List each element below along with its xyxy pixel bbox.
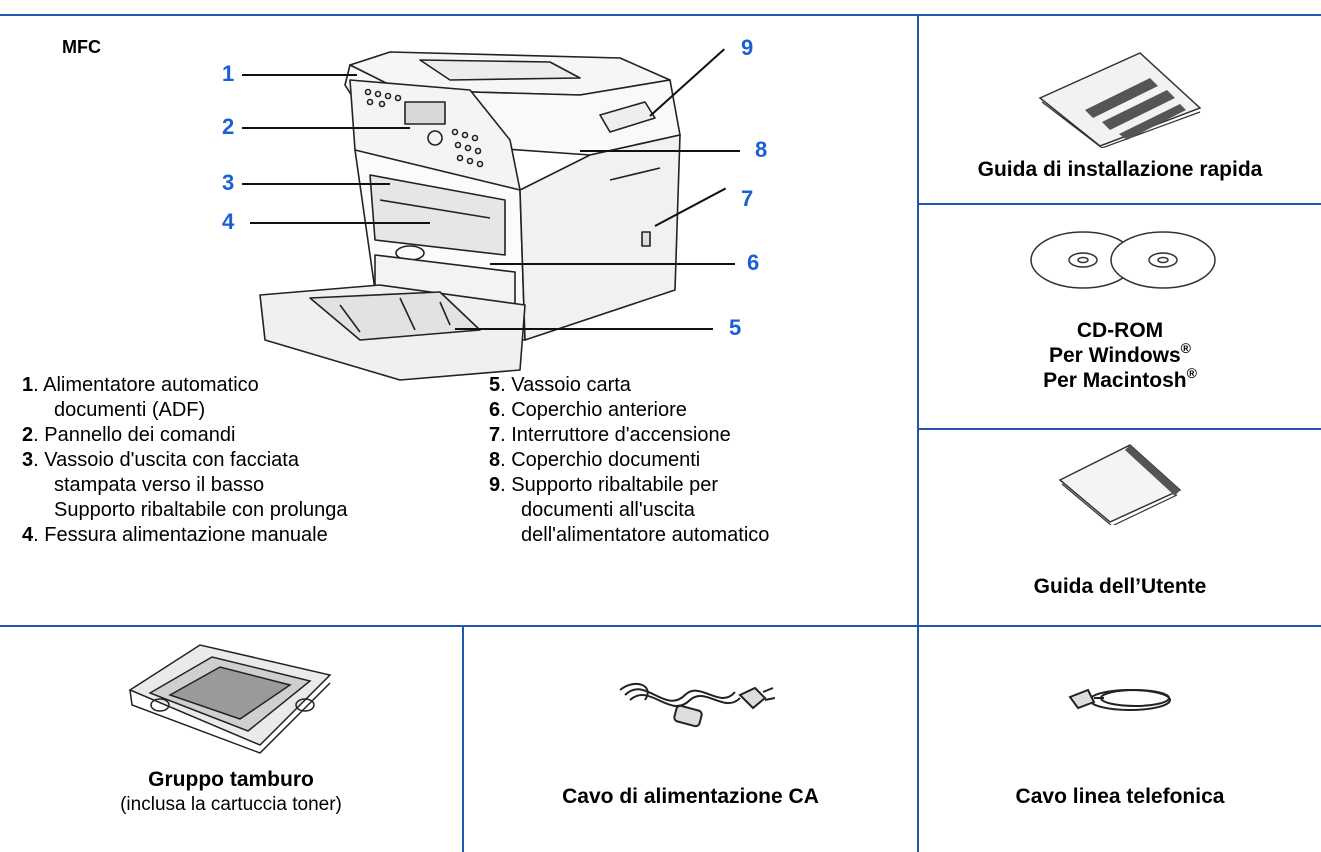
printer-illustration (259, 51, 681, 381)
legend-num: 1 (22, 374, 34, 396)
callout-3: 3 (222, 170, 235, 195)
callout-4: 4 (222, 209, 235, 234)
legend-text: . Vassoio carta (500, 374, 631, 396)
phone-cable-caption: Cavo linea telefonica (1015, 785, 1225, 808)
legend-left: 1. Alimentatore automatico documenti (AD… (22, 373, 442, 548)
legend-item-8: 8. Coperchio documenti (489, 448, 909, 473)
legend-item-1: 1. Alimentatore automatico documenti (AD… (22, 373, 442, 423)
callout-1: 1 (222, 61, 235, 86)
callout-8: 8 (755, 137, 768, 162)
legend-text: . Supporto ribaltabile per (500, 474, 719, 496)
top-border (0, 14, 1321, 16)
drum-unit-icon (128, 644, 332, 754)
divider-right-1 (917, 203, 1321, 205)
legend-num: 4 (22, 524, 34, 546)
cdrom-icon (1030, 231, 1216, 289)
legend-num: 3 (22, 449, 34, 471)
legend-num: 2 (22, 424, 34, 446)
legend-item-7: 7. Interruttore d'accensione (489, 423, 909, 448)
legend-text: stampata verso il basso (54, 474, 265, 496)
legend-item-5: 5. Vassoio carta (489, 373, 909, 398)
drum-subtitle: (inclusa la cartuccia toner) (120, 794, 342, 815)
divider-bottom-left (462, 625, 464, 852)
legend-item-3: 3. Vassoio d'uscita con facciata stampat… (22, 448, 442, 523)
callout-line-1 (242, 74, 357, 76)
callout-line-6 (490, 263, 735, 265)
quick-guide-caption: Guida di installazione rapida (977, 158, 1263, 181)
legend-num: 9 (489, 474, 501, 496)
divider-bottom (0, 625, 1321, 627)
power-cable-icon (619, 682, 775, 728)
legend-text: documenti all'uscita (521, 499, 695, 521)
user-guide-caption: Guida dell’Utente (1033, 575, 1207, 598)
legend-num: 7 (489, 424, 501, 446)
callout-line-2 (242, 127, 410, 129)
legend-right: 5. Vassoio carta 6. Coperchio anteriore … (489, 373, 909, 548)
divider-main-right (917, 14, 919, 852)
callout-line-4 (250, 222, 430, 224)
legend-text: . Coperchio anteriore (500, 399, 687, 421)
legend-text: . Coperchio documenti (500, 449, 701, 471)
legend-text: . Alimentatore automatico (33, 374, 259, 396)
callout-6: 6 (747, 250, 760, 275)
legend-num: 5 (489, 374, 501, 396)
callout-line-3 (242, 183, 390, 185)
legend-item-6: 6. Coperchio anteriore (489, 398, 909, 423)
callout-line-8 (580, 150, 740, 152)
legend-text: . Pannello dei comandi (33, 424, 236, 446)
divider-right-2 (917, 428, 1321, 430)
legend-text: dell'alimentatore automatico (521, 524, 770, 546)
legend-num: 6 (489, 399, 501, 421)
legend-item-2: 2. Pannello dei comandi (22, 423, 442, 448)
cdrom-line1: CD-ROM (1076, 319, 1164, 342)
legend-text: Supporto ribaltabile con prolunga (54, 499, 348, 521)
model-label: MFC (62, 37, 101, 57)
legend-item-4: 4. Fessura alimentazione manuale (22, 523, 442, 548)
phone-cable-icon (1068, 688, 1171, 711)
drum-caption: Gruppo tamburo (inclusa la cartuccia ton… (0, 767, 462, 817)
legend-text: . Fessura alimentazione manuale (33, 524, 328, 546)
legend-text: documenti (ADF) (54, 399, 206, 421)
legend-text: . Interruttore d'accensione (500, 424, 731, 446)
legend-num: 8 (489, 449, 501, 471)
callout-2: 2 (222, 114, 235, 139)
legend-item-9: 9. Supporto ribaltabile per documenti al… (489, 473, 909, 548)
cdrom-line2: Per Windows® (1049, 340, 1191, 367)
cdrom-line3: Per Macintosh® (1043, 365, 1197, 392)
user-guide-icon (1058, 444, 1182, 525)
drum-title: Gruppo tamburo (148, 768, 314, 791)
callout-9: 9 (741, 35, 754, 60)
cdrom-caption: CD-ROM Per Windows® Per Macintosh® (919, 318, 1321, 393)
callout-7: 7 (741, 186, 754, 211)
callout-5: 5 (729, 315, 742, 340)
legend-text: . Vassoio d'uscita con facciata (33, 449, 299, 471)
power-cable-caption: Cavo di alimentazione CA (562, 785, 819, 808)
callout-line-5 (455, 328, 713, 330)
quick-guide-icon (1038, 52, 1202, 148)
